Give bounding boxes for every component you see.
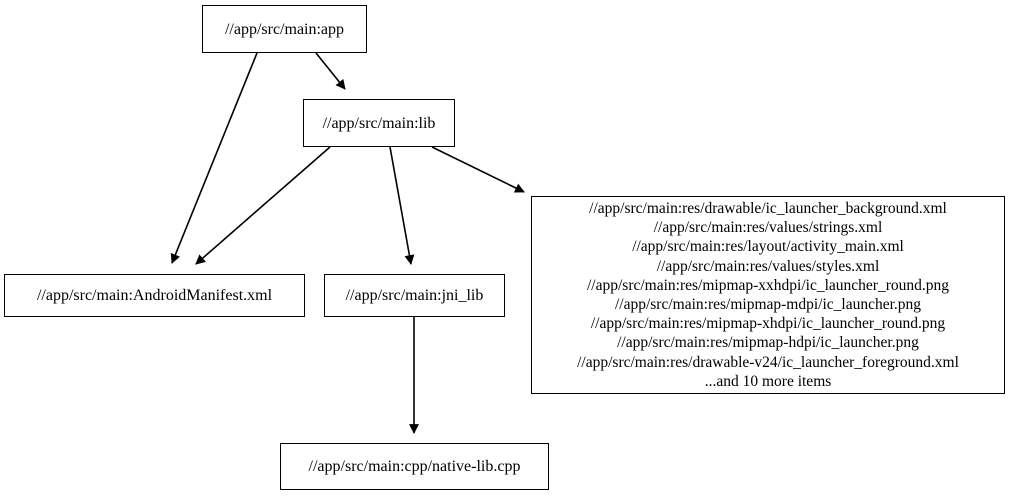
- graph-node-app-label: //app/src/main:app: [224, 20, 345, 38]
- graph-node-androidmanifest[interactable]: //app/src/main:AndroidManifest.xml: [4, 274, 305, 317]
- graph-node-jni-lib-label: //app/src/main:jni_lib: [345, 287, 484, 304]
- edge-lib-to-resources: [431, 146, 525, 193]
- edge-lib-to-manifest: [195, 146, 331, 265]
- graph-node-native-lib-cpp[interactable]: //app/src/main:cpp/native-lib.cpp: [280, 443, 549, 490]
- graph-node-native-lib-cpp-label: //app/src/main:cpp/native-lib.cpp: [308, 458, 521, 475]
- edge-app-to-manifest: [170, 52, 258, 264]
- graph-node-jni-lib[interactable]: //app/src/main:jni_lib: [324, 274, 505, 317]
- graph-node-resources-label: //app/src/main:res/drawable/ic_launcher_…: [577, 199, 959, 390]
- edge-app-to-lib: [315, 52, 346, 90]
- graph-node-app[interactable]: //app/src/main:app: [202, 5, 367, 53]
- graph-node-androidmanifest-label: //app/src/main:AndroidManifest.xml: [36, 287, 273, 304]
- edge-lib-to-jnilib: [389, 146, 415, 265]
- graph-node-lib-label: //app/src/main:lib: [322, 114, 436, 132]
- graph-node-resources[interactable]: //app/src/main:res/drawable/ic_launcher_…: [531, 196, 1005, 394]
- graph-node-lib[interactable]: //app/src/main:lib: [303, 99, 455, 147]
